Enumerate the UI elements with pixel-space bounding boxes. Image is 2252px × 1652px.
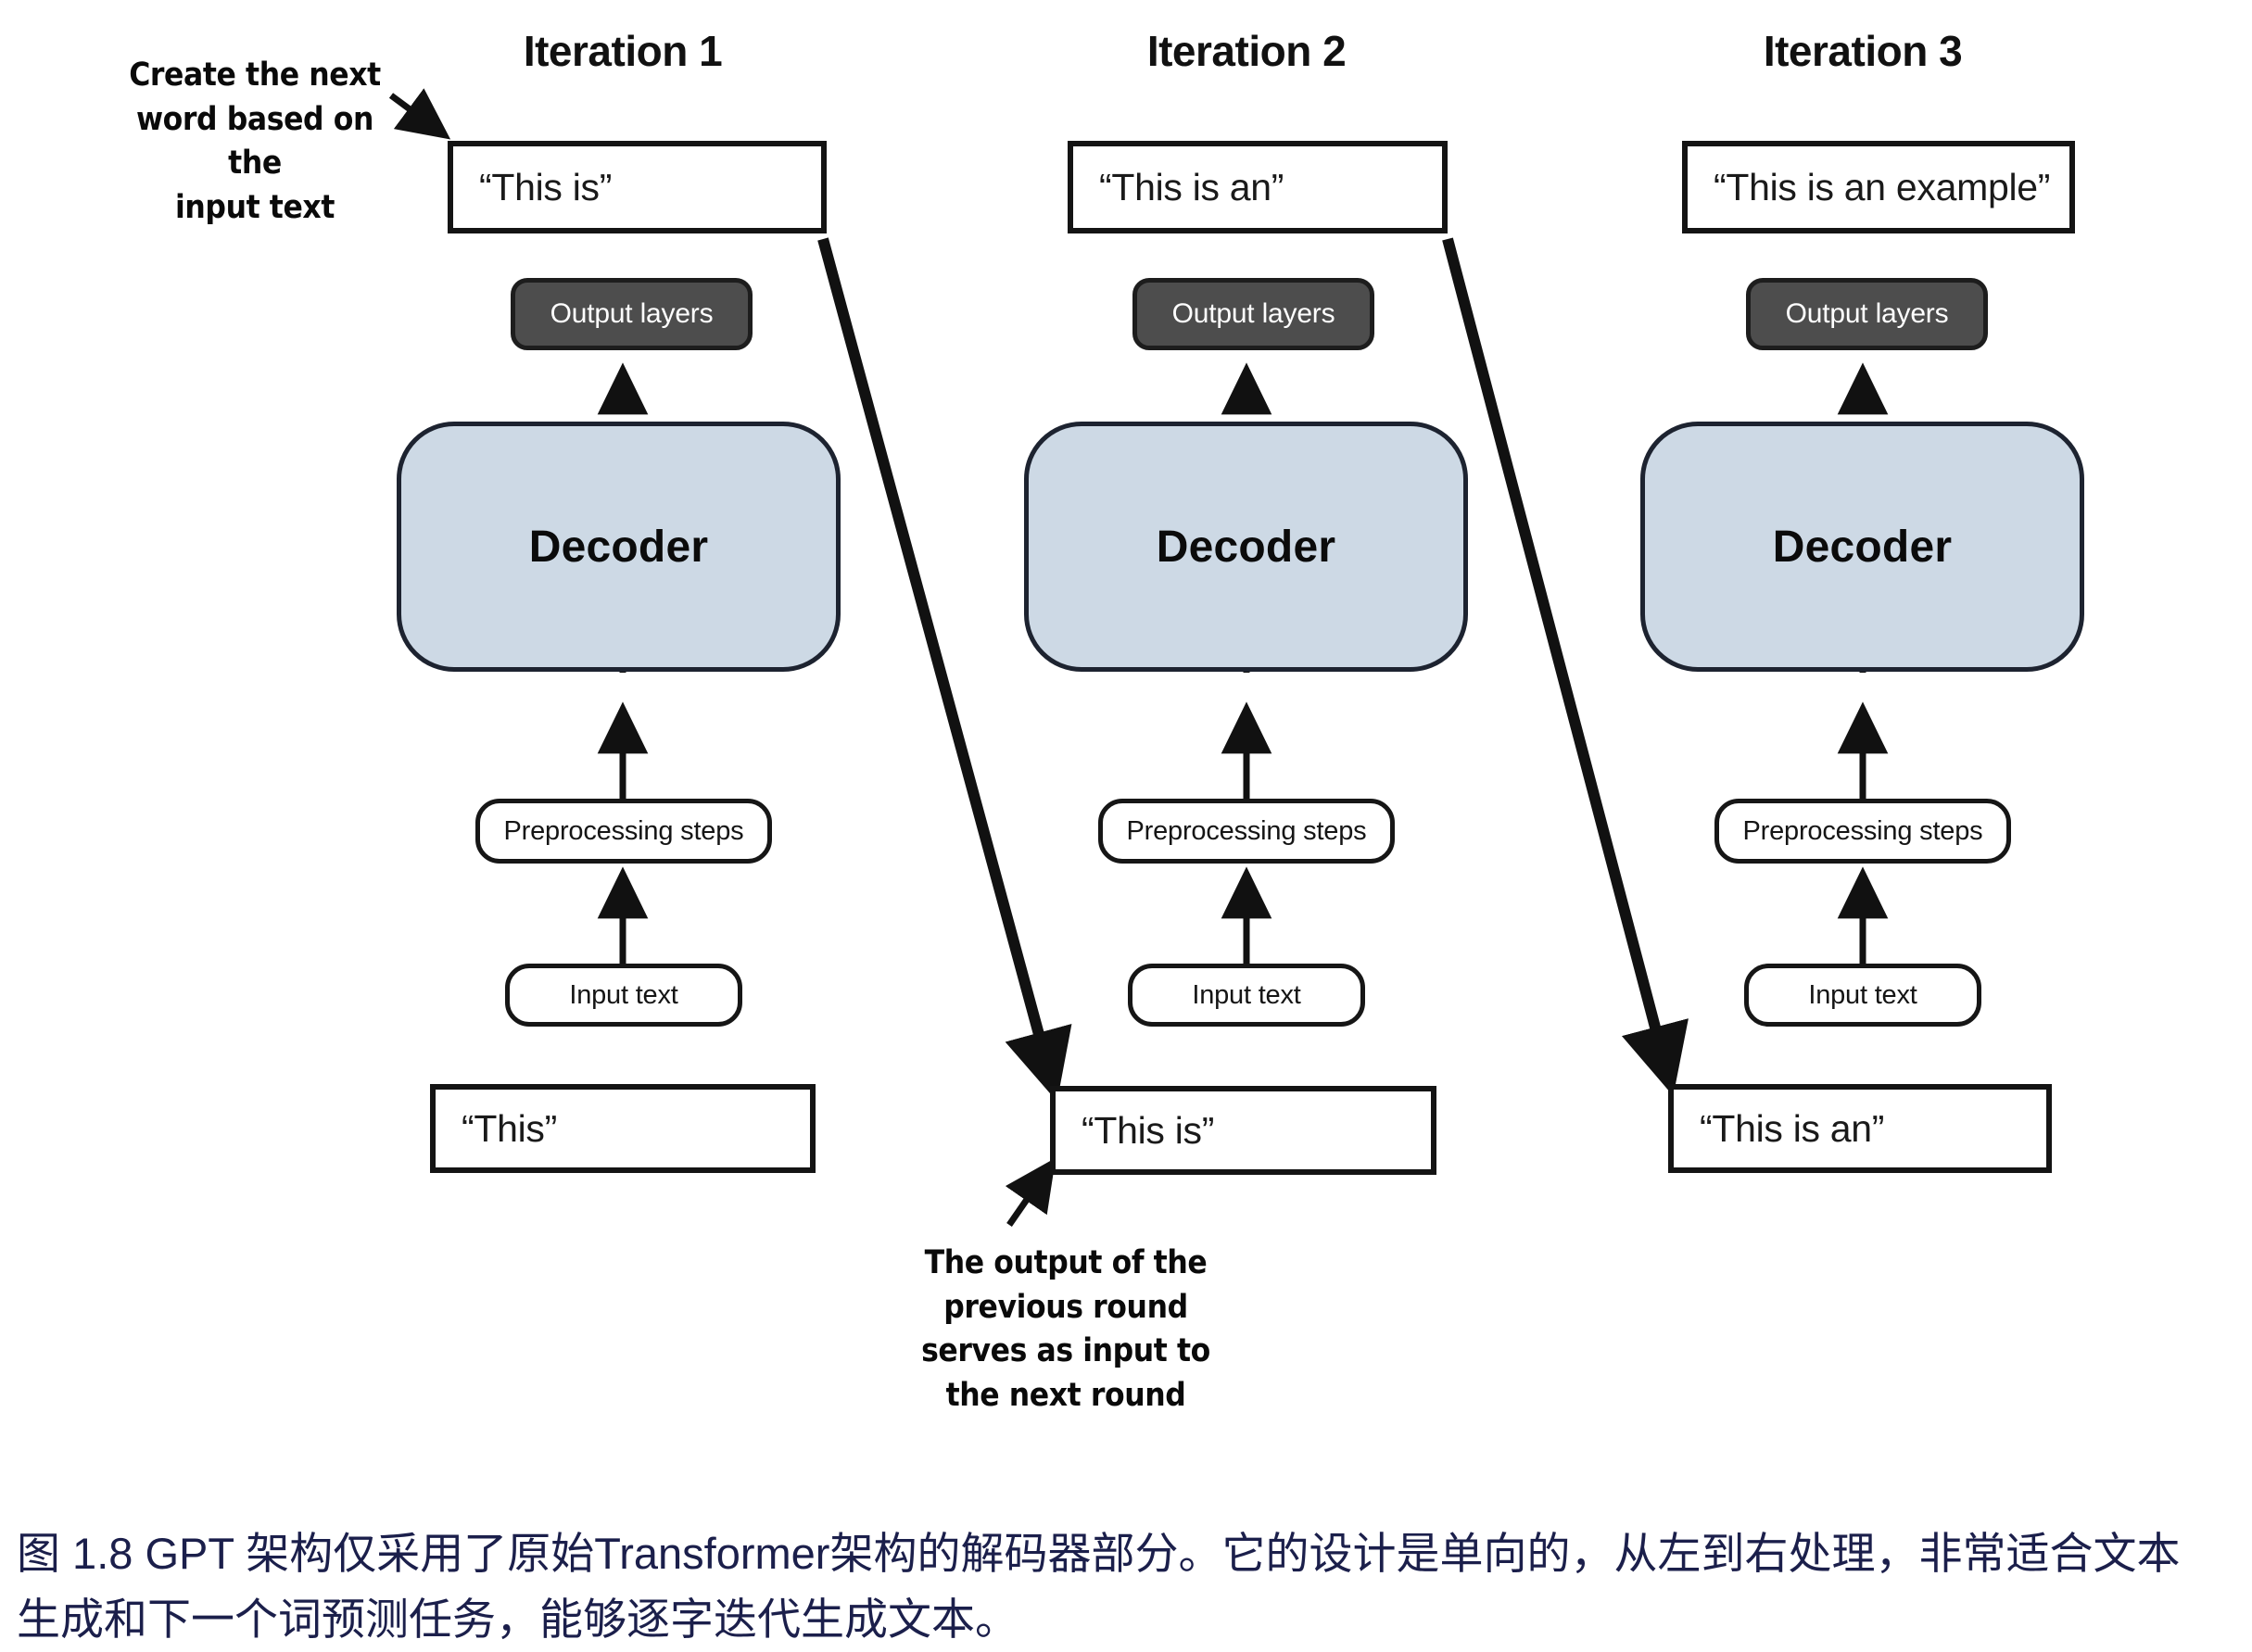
preprocessing-steps-box-iteration-2[interactable]: Preprocessing steps [1098, 799, 1395, 864]
annotation-arrow-create-next-word [391, 95, 441, 132]
figure-caption: 图 1.8 GPT 架构仅采用了原始Transformer架构的解码器部分。它的… [17, 1521, 2241, 1652]
input-sequence-box-iteration-1[interactable]: “This” [430, 1084, 816, 1173]
output-text-box-iteration-3[interactable]: “This is an example” [1682, 141, 2075, 233]
annotation-line-1: Create the next [120, 54, 389, 98]
annotation-create-next-word: Create the next word based on the input … [120, 54, 389, 230]
annotation-line-4: the next round [913, 1374, 1219, 1419]
column-title-iteration-1: Iteration 1 [437, 26, 808, 76]
annotation-line-3: serves as input to [913, 1330, 1219, 1374]
feedback-arrow-2-to-3 [1448, 239, 1668, 1077]
annotation-line-2: previous round [913, 1286, 1219, 1330]
annotation-line-1: The output of the [913, 1242, 1219, 1286]
output-layers-box-iteration-3[interactable]: Output layers [1746, 278, 1988, 350]
decoder-box-iteration-1[interactable]: Decoder [397, 422, 841, 672]
decoder-box-iteration-2[interactable]: Decoder [1024, 422, 1468, 672]
figure-caption-line-2: 生成和下一个词预测任务，能够逐字迭代生成文本。 [17, 1587, 2241, 1652]
figure-caption-line-1: 图 1.8 GPT 架构仅采用了原始Transformer架构的解码器部分。它的… [17, 1521, 2241, 1587]
preprocessing-steps-box-iteration-3[interactable]: Preprocessing steps [1714, 799, 2011, 864]
output-layers-box-iteration-1[interactable]: Output layers [511, 278, 753, 350]
annotation-line-2: word based on the [120, 98, 389, 186]
output-text-box-iteration-2[interactable]: “This is an” [1068, 141, 1448, 233]
column-title-iteration-2: Iteration 2 [1061, 26, 1432, 76]
input-sequence-box-iteration-3[interactable]: “This is an” [1668, 1084, 2052, 1173]
annotation-line-3: input text [120, 186, 389, 231]
preprocessing-steps-box-iteration-1[interactable]: Preprocessing steps [475, 799, 772, 864]
annotation-arrow-previous-round [1009, 1167, 1049, 1225]
feedback-arrow-1-to-2 [823, 239, 1052, 1082]
annotation-previous-round-output: The output of the previous round serves … [913, 1242, 1219, 1418]
output-layers-box-iteration-2[interactable]: Output layers [1132, 278, 1374, 350]
decoder-box-iteration-3[interactable]: Decoder [1640, 422, 2084, 672]
input-text-box-iteration-2[interactable]: Input text [1128, 964, 1365, 1027]
input-sequence-box-iteration-2[interactable]: “This is” [1050, 1086, 1436, 1175]
output-text-box-iteration-1[interactable]: “This is” [448, 141, 827, 233]
input-text-box-iteration-3[interactable]: Input text [1744, 964, 1981, 1027]
input-text-box-iteration-1[interactable]: Input text [505, 964, 742, 1027]
column-title-iteration-3: Iteration 3 [1677, 26, 2048, 76]
